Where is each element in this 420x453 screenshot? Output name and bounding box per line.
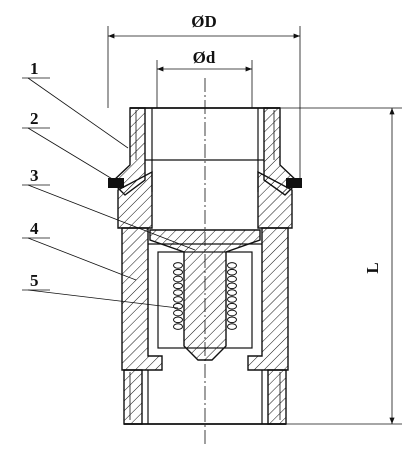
spring-coil-left [173,275,183,283]
callout-5: 5 [30,271,39,290]
spring-coil-right [227,309,237,317]
leader-lines [22,77,196,309]
part-2-gasket [108,170,302,229]
dimension-inner-diameter: Ød [156,48,253,108]
spring-coil-right [227,323,237,330]
spring-coil-left [173,323,183,330]
spring-coil-left [173,268,183,276]
spring-coil-right [227,262,237,269]
part-3-valve-disc [149,229,261,361]
spring-coil-left [173,309,183,317]
callout-2: 2 [30,109,39,128]
spring-coil-right [227,316,237,324]
part-5-spring [173,262,237,330]
spring-coil-left [173,302,183,310]
spring-coil-right [227,302,237,310]
spring-coil-left [173,262,183,269]
spring-coil-right [227,268,237,276]
spring-coil-right [227,289,237,296]
callout-3: 3 [30,166,39,185]
dimension-length: L [280,107,402,425]
part-4-valve-body [121,227,289,425]
inner-diameter-label: Ød [193,48,216,67]
spring-coil-right [227,296,237,303]
spring-coil-left [173,316,183,324]
spring-coil-right [227,275,237,283]
callout-4: 4 [30,219,39,238]
spring-coil-left [173,289,183,296]
dimension-outer-diameter: ØD [107,12,301,180]
spring-coil-left [173,282,183,290]
callout-1: 1 [30,59,39,78]
length-label: L [363,262,382,273]
spring-coil-left [173,296,183,303]
outer-diameter-label: ØD [191,12,217,31]
spring-coil-right [227,282,237,290]
